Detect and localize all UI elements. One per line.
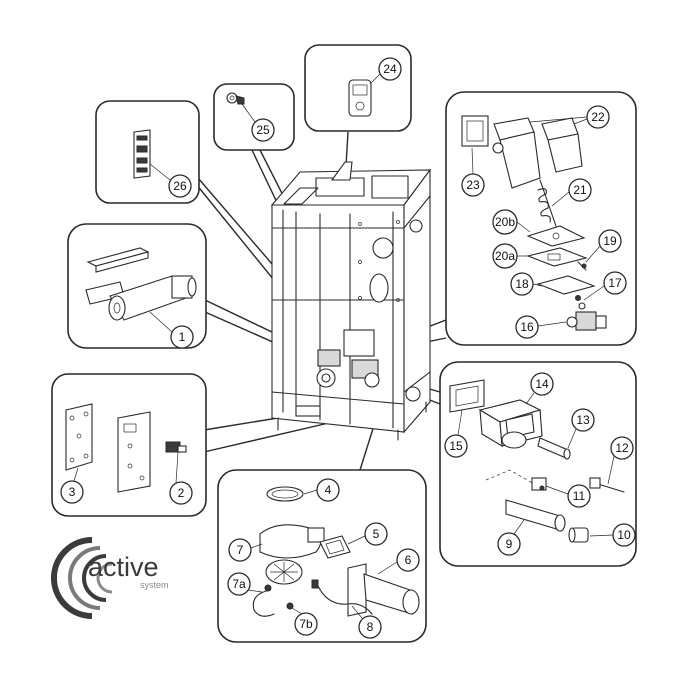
callout-20b: 20b bbox=[492, 209, 518, 235]
svg-text:4: 4 bbox=[325, 483, 332, 497]
callout-6: 6 bbox=[396, 548, 420, 572]
svg-text:22: 22 bbox=[591, 110, 605, 124]
svg-text:23: 23 bbox=[466, 178, 480, 192]
callout-3: 3 bbox=[60, 480, 84, 504]
brand-logo: active system bbox=[51, 537, 169, 619]
callout-14: 14 bbox=[530, 372, 554, 396]
panel-1 bbox=[67, 223, 207, 349]
svg-text:12: 12 bbox=[615, 441, 629, 455]
panel-24 bbox=[304, 44, 412, 132]
callout-9: 9 bbox=[497, 532, 521, 556]
svg-text:7a: 7a bbox=[232, 577, 246, 591]
panel-25 bbox=[213, 83, 295, 151]
callout-13: 13 bbox=[571, 408, 595, 432]
brand-sub: system bbox=[140, 580, 169, 590]
svg-text:3: 3 bbox=[69, 485, 76, 499]
svg-text:15: 15 bbox=[449, 439, 463, 453]
svg-text:5: 5 bbox=[373, 527, 380, 541]
callout-26: 26 bbox=[168, 174, 192, 198]
callout-5: 5 bbox=[364, 522, 388, 546]
callout-19: 19 bbox=[598, 229, 622, 253]
svg-text:10: 10 bbox=[617, 528, 631, 542]
svg-text:18: 18 bbox=[515, 277, 529, 291]
svg-text:20a: 20a bbox=[495, 249, 515, 263]
callout-17: 17 bbox=[603, 271, 627, 295]
logo-swirl-icon bbox=[51, 537, 113, 619]
panel-4-8 bbox=[217, 469, 427, 643]
svg-text:8: 8 bbox=[367, 620, 374, 634]
callout-15: 15 bbox=[444, 434, 468, 458]
callout-10: 10 bbox=[612, 523, 636, 547]
callout-22: 22 bbox=[586, 105, 610, 129]
panel-2-3 bbox=[51, 373, 207, 517]
svg-text:19: 19 bbox=[603, 234, 617, 248]
callout-connectors bbox=[73, 73, 615, 619]
callout-8: 8 bbox=[358, 615, 382, 639]
callout-7a: 7a bbox=[227, 572, 251, 596]
svg-text:20b: 20b bbox=[495, 215, 515, 229]
svg-text:21: 21 bbox=[573, 183, 587, 197]
callout-12: 12 bbox=[610, 436, 634, 460]
callouts: 1 2 3 4 5 6 7 7a 7b 8 9 10 11 12 13 14 1… bbox=[60, 57, 636, 639]
svg-text:25: 25 bbox=[256, 123, 270, 137]
brand-word: active bbox=[88, 552, 159, 582]
callout-20a: 20a bbox=[492, 243, 518, 269]
callout-16: 16 bbox=[515, 315, 539, 339]
svg-text:2: 2 bbox=[178, 486, 185, 500]
callout-21: 21 bbox=[568, 178, 592, 202]
callout-4: 4 bbox=[316, 478, 340, 502]
svg-text:26: 26 bbox=[173, 179, 187, 193]
callout-7: 7 bbox=[228, 538, 252, 562]
svg-text:17: 17 bbox=[608, 276, 622, 290]
callout-23: 23 bbox=[461, 173, 485, 197]
svg-text:7b: 7b bbox=[299, 617, 313, 631]
svg-text:7: 7 bbox=[237, 543, 244, 557]
callout-7b: 7b bbox=[294, 612, 318, 636]
callout-1: 1 bbox=[170, 325, 194, 349]
svg-text:16: 16 bbox=[520, 320, 534, 334]
svg-text:6: 6 bbox=[405, 553, 412, 567]
callout-25: 25 bbox=[251, 118, 275, 142]
callout-2: 2 bbox=[169, 481, 193, 505]
panel-16-23 bbox=[445, 91, 637, 346]
svg-text:14: 14 bbox=[535, 377, 549, 391]
svg-text:13: 13 bbox=[576, 413, 590, 427]
svg-text:1: 1 bbox=[179, 330, 186, 344]
svg-text:11: 11 bbox=[573, 489, 586, 503]
svg-text:24: 24 bbox=[383, 62, 397, 76]
callout-18: 18 bbox=[510, 272, 534, 296]
callout-24: 24 bbox=[378, 57, 402, 81]
stove-main-frame bbox=[270, 161, 432, 441]
svg-text:9: 9 bbox=[506, 537, 513, 551]
callout-11: 11 bbox=[567, 484, 591, 508]
